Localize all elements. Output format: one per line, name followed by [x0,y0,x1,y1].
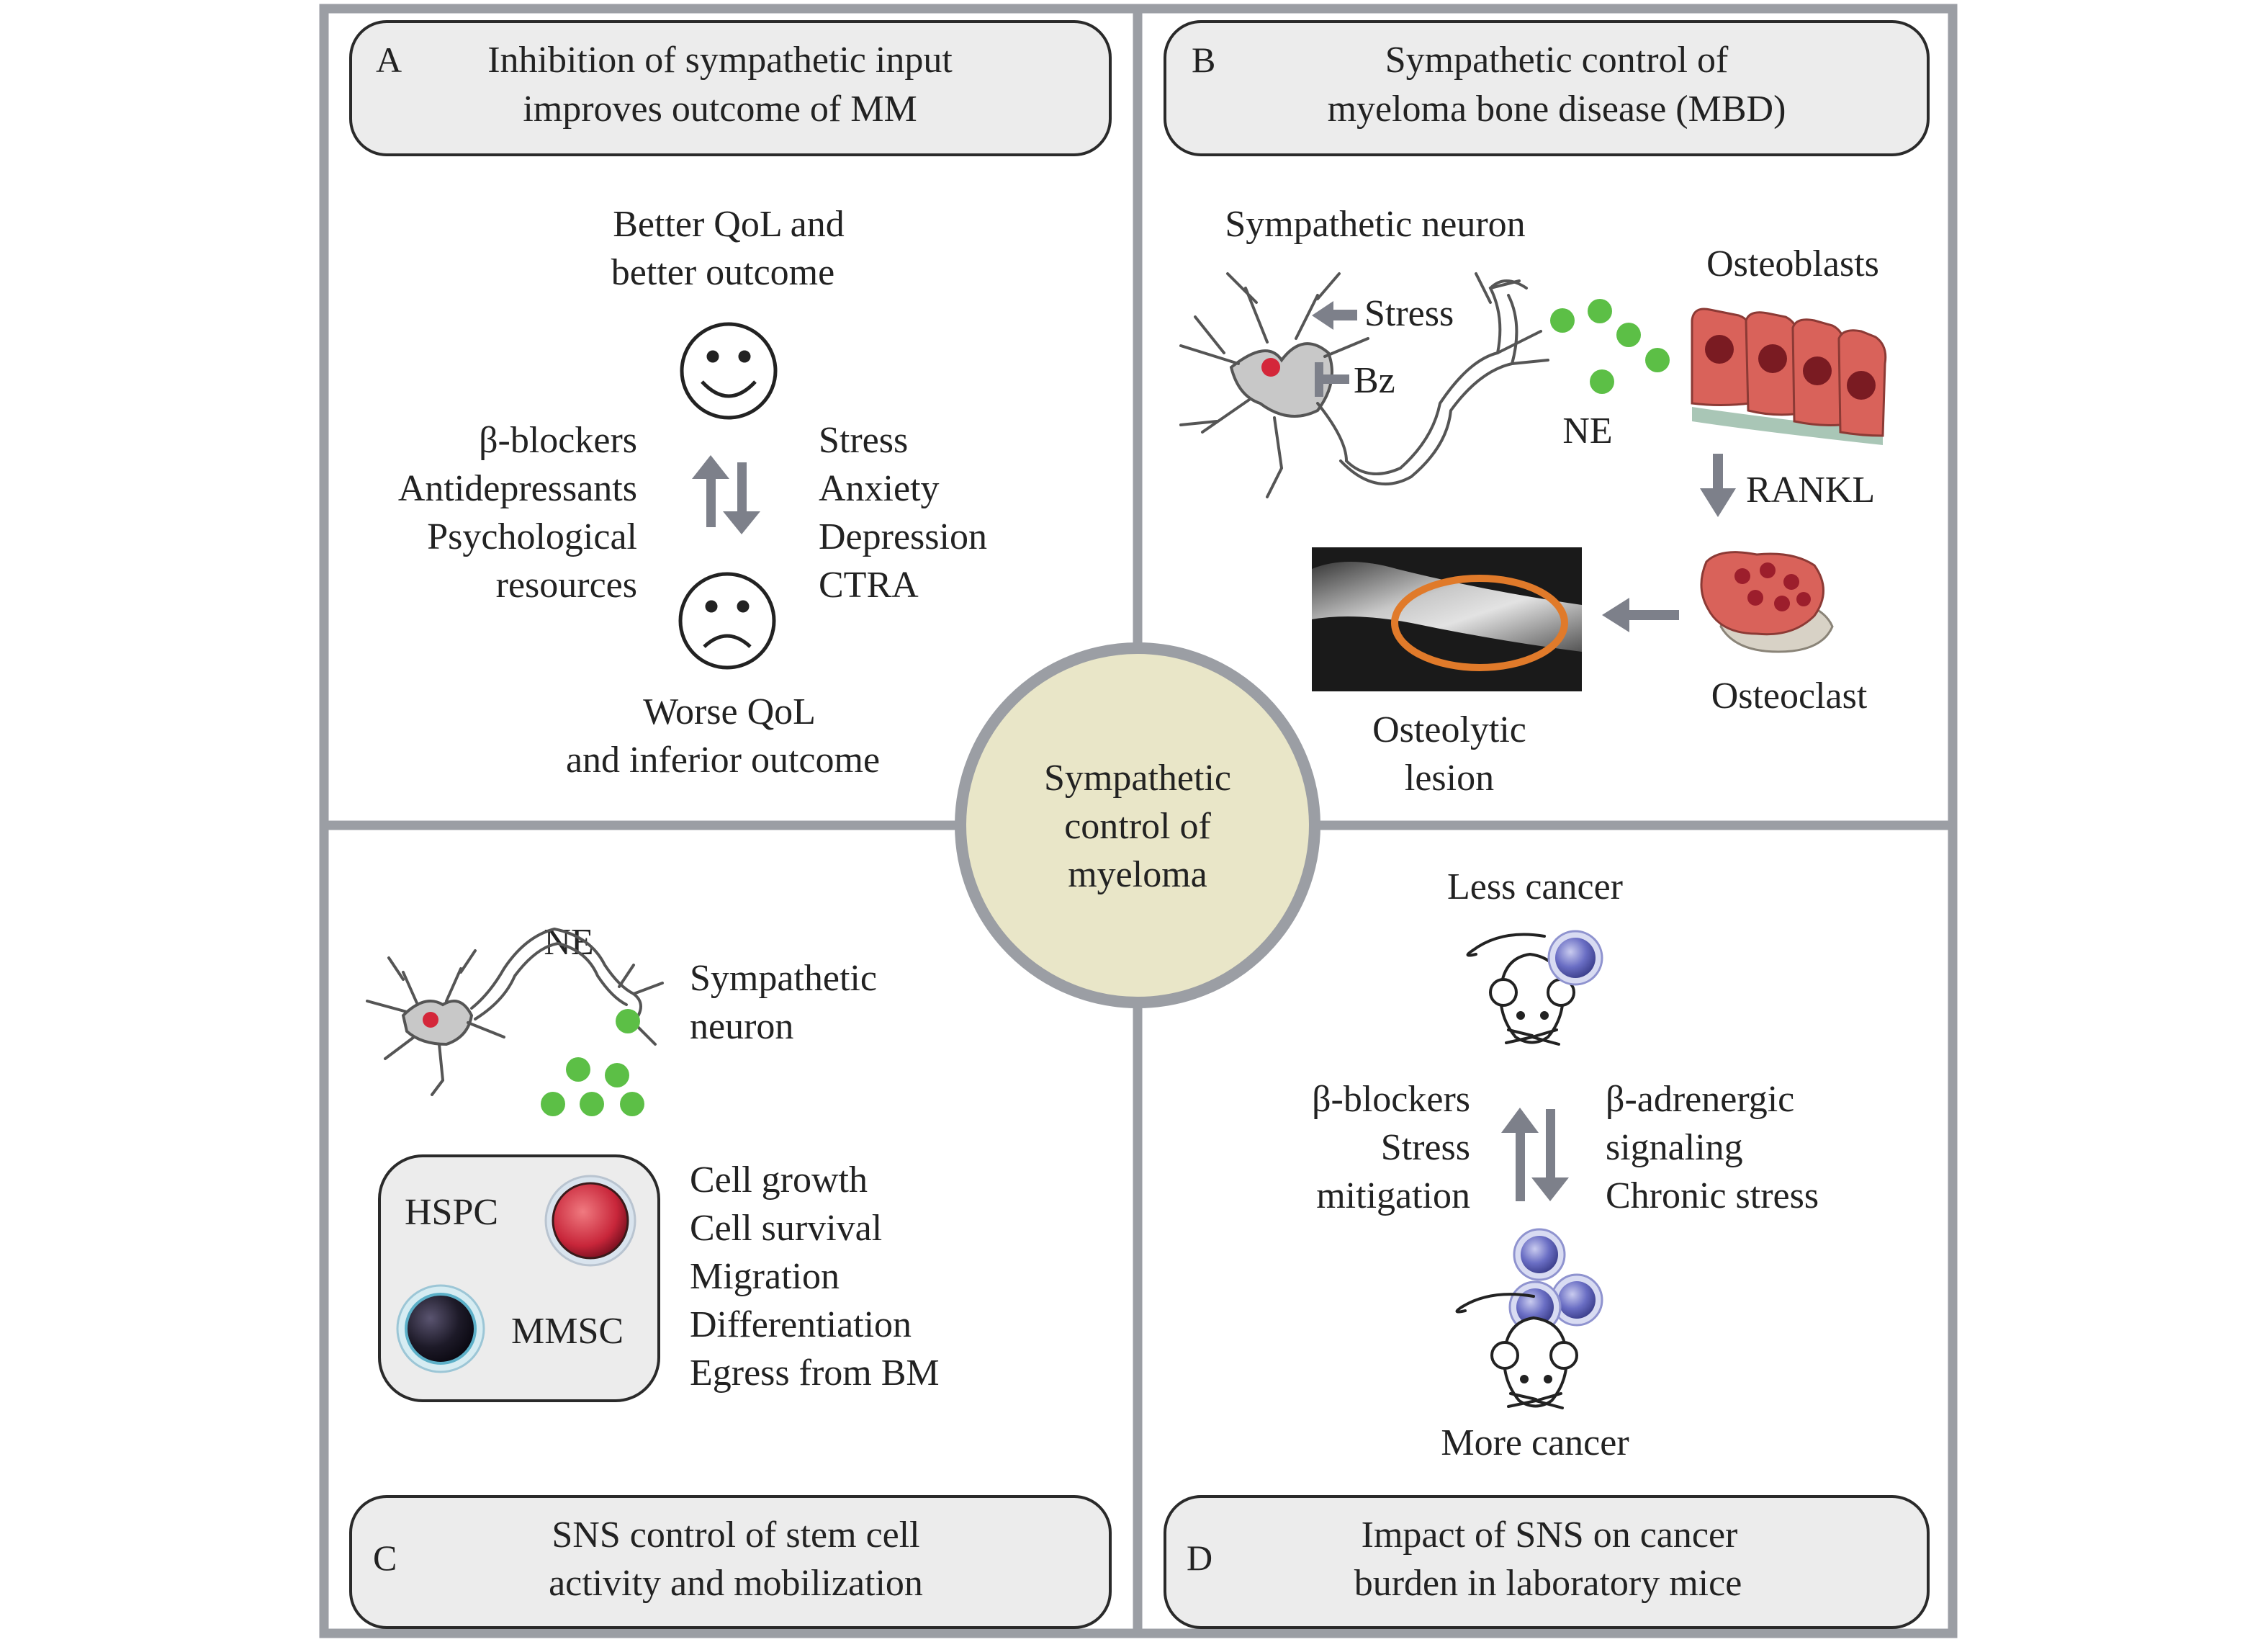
right-list-item: signaling [1606,1127,1743,1168]
lesion-ring [1391,575,1568,671]
mmsc-label: MMSC [511,1311,624,1352]
right-list-item: Depression [819,516,987,557]
bz-inhibition-icon [1315,362,1349,397]
panel-a-letter: A [376,40,402,80]
cancer-cell-icon [1547,930,1603,986]
center-circle [955,642,1320,1008]
worse-outcome-line-2: and inferior outcome [566,740,880,781]
panel-c: NE Sympathetic neuron HSPC [349,922,1112,1629]
panel-c-title-line-2: activity and mobilization [549,1563,923,1604]
worse-outcome-line-1: Worse QoL [643,691,816,732]
panel-b-letter: B [1192,40,1215,80]
stress-label: Stress [1364,293,1454,334]
up-down-arrows-icon [692,455,760,534]
effect-item: Migration [690,1256,840,1297]
center-label-line-1: Sympathetic [1044,758,1231,799]
left-list-item: β-blockers [479,420,637,461]
right-list-item: CTRA [819,565,919,606]
panel-c-title-box [349,1495,1112,1629]
left-list-item: Antidepressants [398,468,637,509]
effect-item: Cell growth [690,1159,868,1201]
effect-item: Egress from BM [690,1352,940,1394]
panel-a-title-line-2: improves outcome of MM [523,89,917,130]
mmsc-cell-icon [396,1284,485,1373]
right-list-item: β-adrenergic [1606,1079,1794,1120]
right-list-item: Stress [819,420,908,461]
left-list-item: Psychological [427,516,637,557]
panel-d: Less cancer β-blockers Stress mitigation [1164,866,1930,1629]
panel-d-title-box [1164,1495,1930,1629]
stress-arrow-icon [1312,301,1357,330]
cancer-cells-cluster-icon [1508,1228,1603,1334]
better-outcome-line-1: Better QoL and [613,204,845,245]
rankl-label: RANKL [1746,470,1875,511]
neuron-illustration [1179,272,1549,498]
smiley-face-icon [680,322,778,420]
left-list-item: mitigation [1316,1175,1470,1216]
right-list-item: Chronic stress [1606,1175,1819,1216]
panel-b-title-box [1164,20,1930,156]
panel-c-letter: C [373,1538,397,1578]
panel-c-title-line-1: SNS control of stem cell [552,1515,919,1556]
osteoblasts-label: Osteoblasts [1706,243,1879,284]
left-list-item: β-blockers [1312,1079,1470,1120]
frowning-face-icon [678,572,776,670]
hspc-label: HSPC [405,1192,498,1233]
osteoclast-label: Osteoclast [1711,676,1868,717]
panel-d-title-line-2: burden in laboratory mice [1354,1563,1742,1604]
left-list-item: Stress [1381,1127,1470,1168]
panel-a-title-box [349,20,1112,156]
panel-b: B Sympathetic control of myeloma bone di… [1164,20,1930,799]
mouse-more-cancer-icon [1455,1293,1578,1409]
panel-c-neuron-label-line-1: Sympathetic [690,958,877,999]
osteoblasts-illustration [1691,308,1887,445]
panel-a: A Inhibition of sympathetic input improv… [349,20,1112,781]
left-list-item: resources [496,565,637,606]
panel-c-neuron-nucleus-icon [423,1012,438,1028]
osteoclast-illustration [1700,551,1834,653]
norepinephrine-dots-icon [1550,299,1670,394]
center-label-line-2: control of [1064,806,1211,847]
bz-label: Bz [1354,360,1395,401]
panel-b-title-line-2: myeloma bone disease (MBD) [1328,89,1786,130]
sympathetic-neuron-label: Sympathetic neuron [1225,204,1525,245]
center-label-line-3: myeloma [1068,854,1207,895]
better-outcome-line-2: better outcome [611,252,834,293]
ne-label: NE [1562,410,1612,452]
panel-d-left-list: β-blockers Stress mitigation [1312,1079,1470,1216]
hspc-cell-icon [544,1175,636,1267]
panel-a-right-list: Stress Anxiety Depression CTRA [819,420,987,606]
rankl-arrow-icon [1700,454,1736,517]
osteolytic-lesion-line-2: lesion [1405,758,1494,799]
effect-item: Differentiation [690,1304,912,1345]
right-list-item: Anxiety [819,468,940,509]
panel-d-letter: D [1187,1538,1212,1578]
panel-a-title-line-1: Inhibition of sympathetic input [487,40,953,81]
mouse-less-cancer-icon [1466,933,1575,1046]
less-cancer-label: Less cancer [1447,866,1623,907]
effect-item: Cell survival [690,1208,882,1249]
panel-d-title-line-1: Impact of SNS on cancer [1362,1515,1738,1556]
center-hub: Sympathetic control of myeloma [955,642,1320,1008]
panel-c-norepinephrine-dots-icon [541,1009,644,1116]
panel-c-neuron-label-line-2: neuron [690,1006,793,1047]
left-arrow-icon [1602,598,1679,632]
more-cancer-label: More cancer [1441,1422,1629,1463]
panel-a-left-list: β-blockers Antidepressants Psychological… [398,420,637,606]
stem-cell-effects-list: Cell growth Cell survival Migration Diff… [690,1159,940,1394]
osteolytic-lesion-line-1: Osteolytic [1372,709,1526,750]
neuron-nucleus-icon [1261,358,1280,377]
panel-b-title-line-1: Sympathetic control of [1385,40,1729,81]
osteolytic-lesion-xray [1312,547,1582,691]
panel-d-right-list: β-adrenergic signaling Chronic stress [1606,1079,1819,1216]
panel-d-up-down-arrows-icon [1501,1108,1569,1201]
